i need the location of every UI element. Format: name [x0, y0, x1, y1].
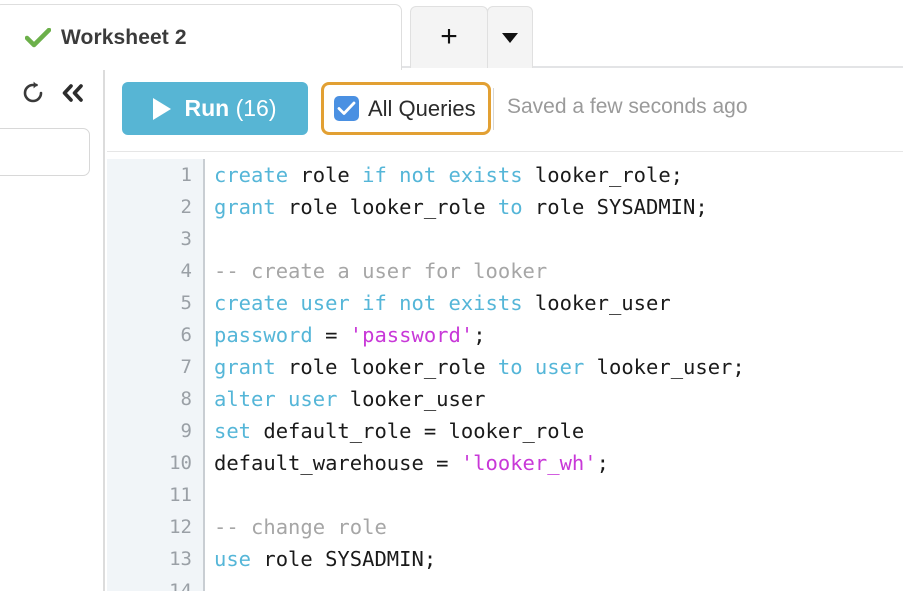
double-chevron-left-icon[interactable]: [60, 82, 86, 104]
line-number: 12: [107, 511, 205, 543]
plus-icon: +: [440, 19, 458, 53]
chevron-down-icon: [502, 32, 518, 43]
code-token-pl: looker_user: [522, 291, 671, 315]
code-line[interactable]: 4 -- create a user for looker: [107, 255, 903, 287]
code-token-kw: to user: [497, 355, 585, 379]
code-line[interactable]: 11: [107, 479, 903, 511]
worksheet-menu-button[interactable]: [487, 6, 533, 68]
code-text[interactable]: create user if not exists looker_user: [205, 287, 903, 319]
code-line[interactable]: 14: [107, 575, 903, 591]
code-text[interactable]: grant role looker_role to role SYSADMIN;: [205, 191, 903, 223]
toolbar-divider: [493, 88, 494, 130]
line-number: 6: [107, 319, 205, 351]
run-button[interactable]: Run (16): [122, 82, 308, 135]
code-token-str: 'password': [349, 323, 474, 347]
line-number: 9: [107, 415, 205, 447]
tab-worksheet-2[interactable]: Worksheet 2: [0, 4, 402, 70]
code-text[interactable]: -- change role: [205, 511, 903, 543]
worksheet-tab-bar: Worksheet 2 +: [0, 0, 903, 70]
code-token-pl: role: [288, 163, 363, 187]
checkbox-checked-icon[interactable]: [334, 96, 359, 121]
code-token-kw: password: [214, 323, 313, 347]
sidebar-search-input[interactable]: [0, 128, 90, 176]
code-text[interactable]: use role SYSADMIN;: [205, 543, 903, 575]
line-number: 13: [107, 543, 205, 575]
save-status-text: Saved a few seconds ago: [507, 95, 748, 118]
code-token-kw: use: [214, 547, 252, 571]
code-text[interactable]: set default_role = looker_role: [205, 415, 903, 447]
line-number: 11: [107, 479, 205, 511]
code-token-pl: role SYSADMIN;: [522, 195, 708, 219]
code-text[interactable]: alter user looker_user: [205, 383, 903, 415]
code-token-pl: default_role = looker_role: [251, 419, 585, 443]
code-token-kw: if not exists: [362, 163, 523, 187]
code-text[interactable]: default_warehouse = 'looker_wh';: [205, 447, 903, 479]
code-token-pl: looker_user;: [584, 355, 745, 379]
all-queries-checkbox[interactable]: All Queries: [321, 82, 491, 135]
line-number: 5: [107, 287, 205, 319]
line-number: 1: [107, 159, 205, 191]
line-number: 2: [107, 191, 205, 223]
code-token-pl: role SYSADMIN;: [251, 547, 437, 571]
code-line[interactable]: 12 -- change role: [107, 511, 903, 543]
left-sidebar: [0, 68, 105, 591]
code-token-pl: looker_role;: [522, 163, 684, 187]
code-token-pl: ;: [596, 451, 609, 475]
line-number: 10: [107, 447, 205, 479]
code-token-pl: =: [312, 323, 350, 347]
line-number: 8: [107, 383, 205, 415]
run-label-text: Run: [184, 95, 230, 121]
refresh-icon[interactable]: [22, 81, 44, 105]
line-number: 4: [107, 255, 205, 287]
line-number: 7: [107, 351, 205, 383]
code-token-pl: role looker_role: [275, 195, 498, 219]
code-token-cmt: -- create a user for looker: [214, 259, 548, 283]
run-button-label: Run (16): [184, 95, 276, 122]
code-token-pl: looker_user: [337, 387, 486, 411]
code-token-kw: set: [214, 419, 252, 443]
tab-title: Worksheet 2: [61, 25, 187, 49]
new-worksheet-button[interactable]: +: [410, 6, 488, 68]
play-icon: [153, 97, 172, 120]
line-number: 14: [107, 575, 205, 591]
code-token-kw: create user if not exists: [214, 291, 523, 315]
code-token-kw: grant: [214, 355, 276, 379]
run-query-count: (16): [229, 95, 277, 121]
sidebar-icon-group: [22, 81, 86, 105]
code-token-pl: role looker_role: [275, 355, 498, 379]
code-text[interactable]: grant role looker_role to user looker_us…: [205, 351, 903, 383]
code-token-str: 'looker_wh': [460, 451, 597, 475]
code-text[interactable]: password = 'password';: [205, 319, 903, 351]
code-token-kw: create: [214, 163, 289, 187]
code-token-pl: default_warehouse =: [214, 451, 461, 475]
all-queries-label: All Queries: [368, 95, 476, 121]
code-token-kw: alter user: [214, 387, 338, 411]
editor-toolbar: Run (16) All Queries Saved a few seconds…: [107, 68, 903, 152]
code-token-kw: grant: [214, 195, 276, 219]
code-token-cmt: -- change role: [214, 515, 387, 539]
green-check-icon: [25, 27, 51, 48]
line-number: 3: [107, 223, 205, 255]
code-text[interactable]: create role if not exists looker_role;: [205, 159, 903, 191]
code-token-kw: to: [497, 195, 523, 219]
code-token-pl: ;: [473, 323, 486, 347]
code-line[interactable]: 3: [107, 223, 903, 255]
code-text[interactable]: -- create a user for looker: [205, 255, 903, 287]
